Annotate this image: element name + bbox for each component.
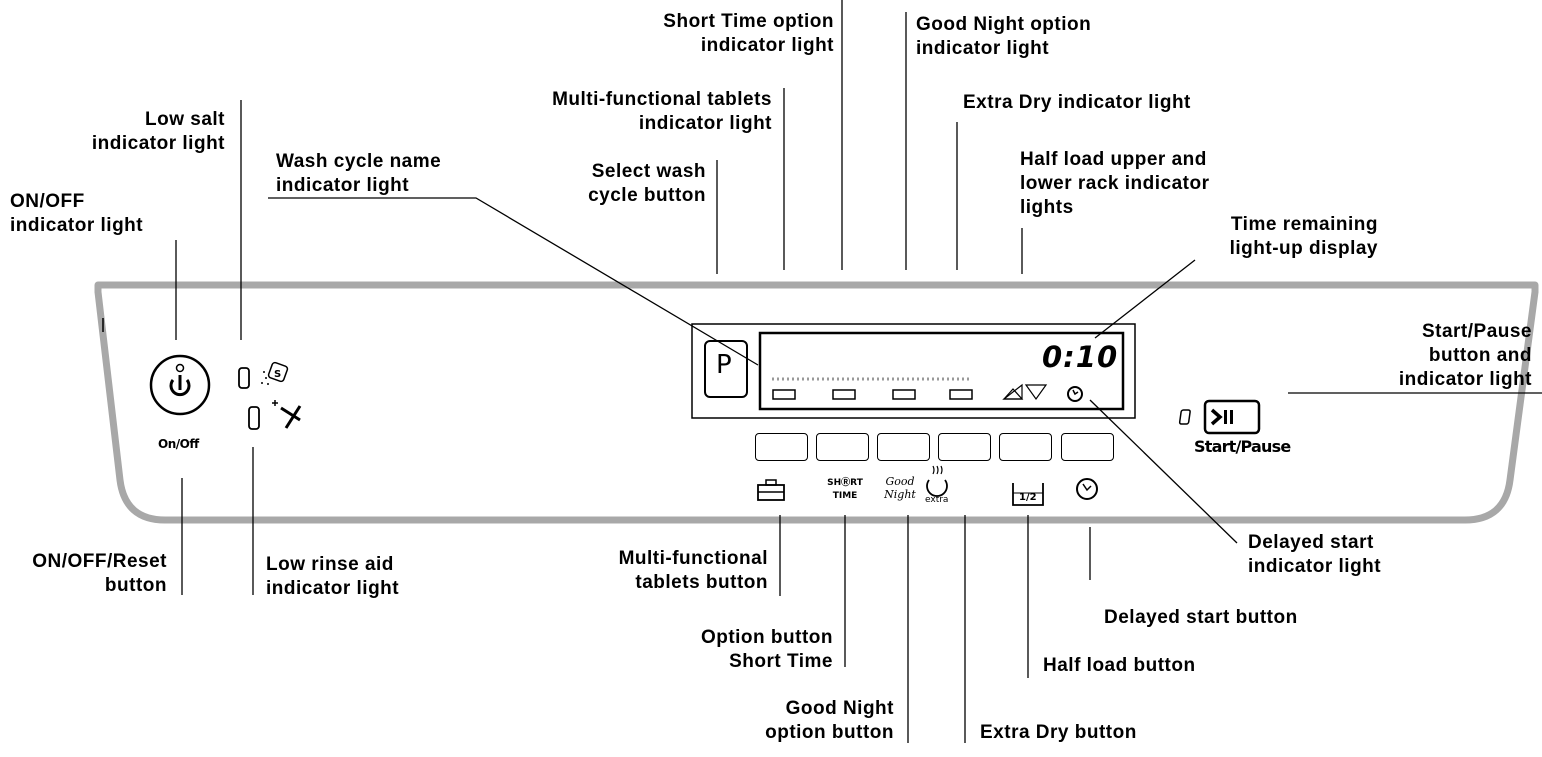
short-time-icon: SHⓇRT TIME [816, 477, 874, 503]
delay-clock-icon [1076, 478, 1098, 500]
salt-light [238, 367, 250, 389]
multi-tablets-button[interactable] [755, 433, 808, 461]
short-time-button[interactable] [816, 433, 869, 461]
on-off-caption: On/Off [158, 437, 199, 451]
good-night-bottom: Night [884, 488, 916, 501]
good-night-top: Good [885, 475, 915, 488]
delayed-start-button[interactable] [1061, 433, 1114, 461]
salt-icon: S [261, 361, 289, 385]
half-load-icon [1012, 483, 1044, 506]
start-pause-caption: Start/Pause [1194, 437, 1291, 456]
half-load-button[interactable] [999, 433, 1052, 461]
short-time-bottom: TIME [832, 491, 858, 501]
rinse-aid-light [248, 406, 260, 430]
extra-dry-button[interactable] [938, 433, 991, 461]
label-extra-dry-button: Extra Dry button [980, 722, 1137, 743]
good-night-button[interactable] [877, 433, 930, 461]
display-indicator-4 [949, 389, 973, 400]
display-indicator-3 [892, 389, 916, 400]
time-display: 0:10 [1042, 340, 1119, 374]
half-caption: 1/2 [1019, 492, 1037, 503]
program-button-label: P [716, 350, 732, 380]
display-indicator-1 [772, 389, 796, 400]
power-button [149, 354, 211, 416]
label-half-load-button: Half load button [1043, 655, 1196, 676]
extra-caption: extra [925, 495, 949, 505]
half-load-arrows-icon [1002, 383, 1048, 401]
program-button [704, 340, 748, 398]
tablet-icon [757, 479, 785, 501]
start-pause-button [1178, 399, 1261, 435]
rinse-aid-icon [272, 400, 302, 429]
short-time-top: SHⓇRT [827, 478, 863, 488]
display-window [758, 331, 1125, 411]
delay-indicator-icon [1067, 386, 1083, 402]
control-panel-outline [94, 281, 1539, 524]
display-indicator-2 [832, 389, 856, 400]
good-night-icon: Good Night [880, 475, 920, 501]
label-delayed-start-button: Delayed start button [1104, 607, 1298, 628]
svg-text:S: S [274, 369, 281, 380]
extra-dry-icon [926, 465, 948, 497]
label-extra-dry-light: Extra Dry indicator light [963, 92, 1191, 113]
